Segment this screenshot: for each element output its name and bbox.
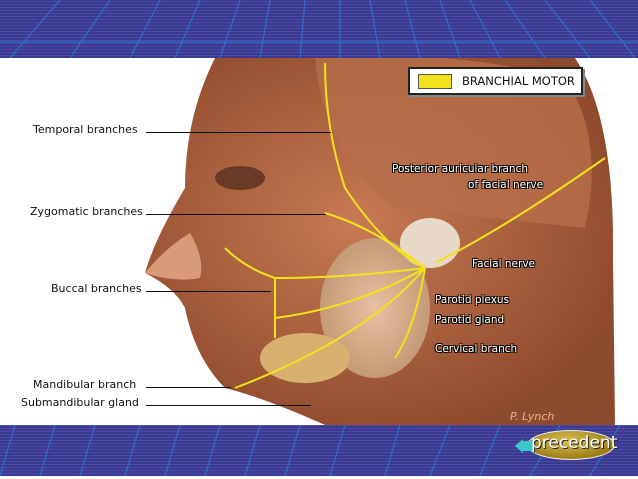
leader-line bbox=[146, 405, 311, 406]
label-parotid-gland: Parotid gland bbox=[435, 314, 505, 326]
label-submandibular-gland: Submandibular gland bbox=[21, 396, 139, 409]
facial-nerve-branches bbox=[224, 62, 606, 389]
label-facial-nerve: Facial nerve bbox=[472, 258, 535, 270]
button-oval bbox=[527, 430, 615, 460]
previous-label: precedent bbox=[531, 433, 618, 453]
grid-decoration bbox=[0, 0, 638, 58]
leader-line bbox=[146, 291, 271, 292]
leader-line bbox=[146, 387, 231, 388]
legend: BRANCHIAL MOTOR bbox=[408, 67, 583, 95]
label-zygomatic-branches: Zygomatic branches bbox=[30, 205, 143, 218]
label-parotid-plexus: Parotid plexus bbox=[435, 294, 510, 306]
previous-button[interactable]: precedent bbox=[515, 430, 618, 462]
leader-line bbox=[146, 214, 326, 215]
label-cervical-branch: Cervical branch bbox=[435, 343, 518, 355]
label-posterior-auricular: Posterior auricular branch bbox=[392, 163, 528, 175]
label-posterior-auricular-2: of facial nerve bbox=[468, 179, 544, 191]
legend-label: BRANCHIAL MOTOR bbox=[462, 74, 575, 88]
head-anatomy-illustration bbox=[145, 58, 615, 425]
legend-swatch bbox=[418, 74, 452, 89]
arrow-left-icon bbox=[522, 441, 534, 451]
label-mandibular-branch: Mandibular branch bbox=[33, 378, 137, 391]
artist-signature: P. Lynch bbox=[510, 410, 555, 423]
label-temporal-branches: Temporal branches bbox=[33, 123, 138, 136]
header-band bbox=[0, 0, 638, 58]
arrow-left-head-icon bbox=[515, 439, 523, 453]
label-buccal-branches: Buccal branches bbox=[51, 282, 142, 295]
leader-line bbox=[146, 132, 331, 133]
